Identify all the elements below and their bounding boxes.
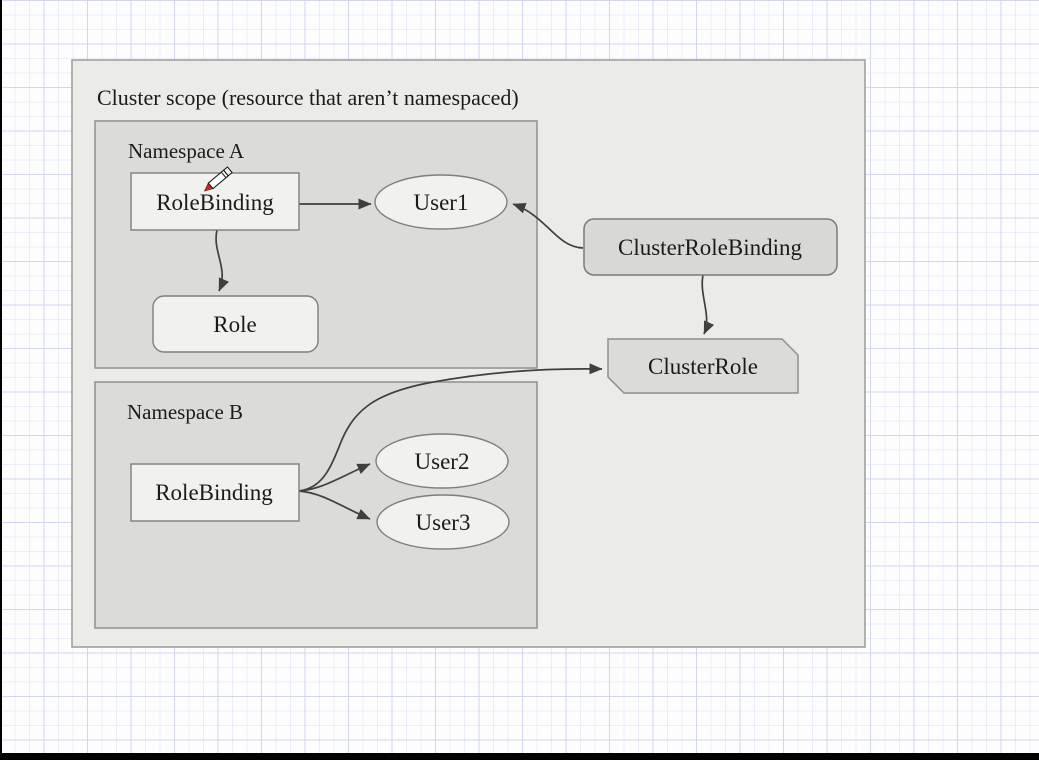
edge-rolebinding-a-to-role	[215, 229, 230, 292]
black-edge-strip-bottom	[0, 753, 1039, 760]
clusterrolebinding-box	[583, 218, 838, 276]
role-label: Role	[213, 312, 256, 337]
user3-ellipse	[376, 494, 510, 550]
user3-label: User3	[416, 510, 471, 535]
edge-rolebinding-b-to-user2	[298, 463, 371, 492]
cluster-scope-title: Cluster scope (resource that aren’t name…	[97, 85, 519, 110]
clusterrole-box	[607, 338, 799, 394]
rolebinding-b-label: RoleBinding	[155, 480, 273, 505]
pencil-cursor-icon	[203, 166, 233, 192]
black-edge-strip-left	[0, 0, 2, 760]
edge-clusterrolebinding-to-clusterrole	[701, 274, 715, 335]
rolebinding-a-label: RoleBinding	[156, 190, 274, 215]
edge-clusterrolebinding-to-user1	[512, 202, 584, 249]
user1-label: User1	[414, 190, 469, 215]
role-box	[152, 295, 319, 353]
user2-ellipse	[375, 433, 509, 489]
rolebinding-b-box	[130, 463, 300, 522]
edge-rolebinding-b-to-user3	[298, 490, 371, 520]
namespace-a-label: Namespace A	[128, 139, 245, 163]
edge-rolebinding-b-to-clusterrole	[298, 363, 603, 492]
clusterrole-label: ClusterRole	[648, 354, 758, 379]
user2-label: User2	[415, 449, 470, 474]
user1-ellipse	[374, 174, 508, 230]
namespace-b-label: Namespace B	[127, 400, 243, 424]
clusterrolebinding-label: ClusterRoleBinding	[618, 235, 803, 260]
